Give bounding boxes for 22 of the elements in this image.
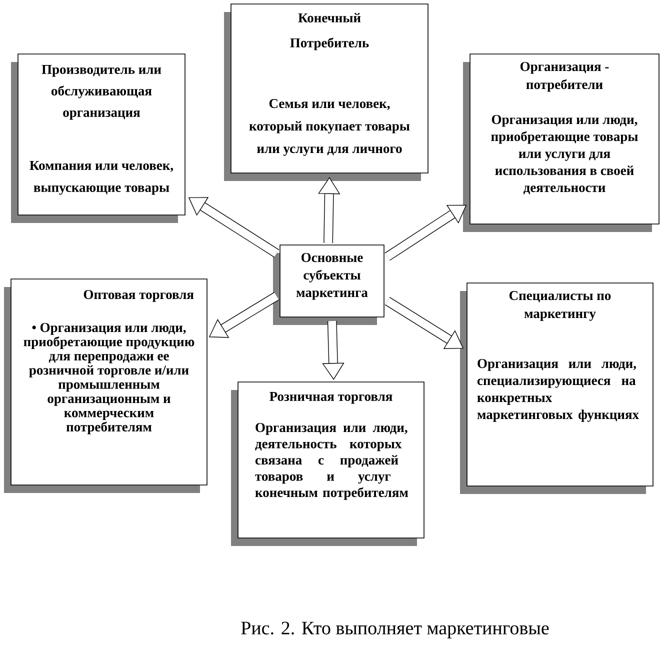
box-heading: Конечный Потребитель [290,13,369,50]
text-box [463,54,660,232]
box-text: Организация или люди, деятельность которых связана с продажей товаров и услуг конечным потребителям [255,423,408,500]
text-box [11,54,186,223]
block-arrow [322,320,344,380]
box-text: Организация или люди, специализирующиеся на конкретных маркетинговых функциях [477,359,639,422]
box-text: Основные субъекты маркетинга [296,253,368,300]
box-heading: Розничная торговля [270,392,392,404]
box-heading: Производитель или обслуживающая организация [42,65,162,120]
text-box [4,278,208,493]
box-text: Организация или люди, приобретающие товары или услуги для использования в своей деятельности [491,115,638,194]
text-box [231,382,424,546]
box-text: Семья или человек, который покупает товары или услуги для личного [249,99,410,156]
text-box [273,244,384,325]
box-text: • Организация или люди, приобретающие продукцию для перепродажи ее розничной торговле и/или промышленным организационным и коммерческим потребителям [24,323,194,434]
box-heading: Оптовая торговля [84,290,194,302]
text-box [224,4,428,181]
box-text: Компания или человек, выпускающие товары [30,161,174,195]
box-heading: Специалисты по маркетингу [509,291,611,321]
box-heading: Организация - потребители [520,62,609,92]
figure-caption: Рис. 2. Кто выполняет маркетинговые [241,622,549,638]
text-box [460,282,654,494]
